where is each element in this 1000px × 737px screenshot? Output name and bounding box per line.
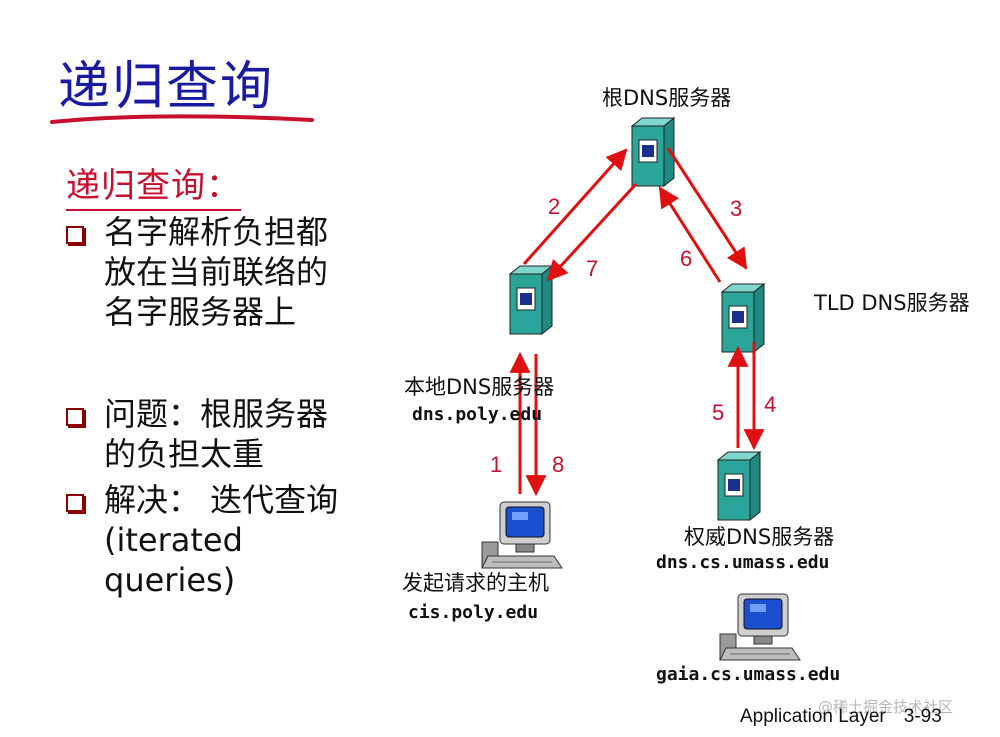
- local-server-label: 本地DNS服务器: [404, 375, 554, 399]
- footer-page-number: 3-93: [903, 706, 942, 727]
- target-host-computer-icon: [719, 593, 801, 661]
- step-label-3: 3: [730, 196, 742, 221]
- tld-server-icon: [721, 283, 765, 353]
- bullet-line: 放在当前联络的: [104, 253, 329, 291]
- section-heading: 递归查询：: [66, 158, 241, 211]
- arrow-step-2: [522, 148, 628, 266]
- requesting-host-computer-icon: [481, 501, 563, 569]
- step-label-6: 6: [680, 246, 692, 271]
- authoritative-server-label: 权威DNS服务器: [684, 525, 834, 549]
- page-title: 递归查询: [58, 57, 275, 117]
- slide-footer: Application Layer 3-93: [740, 706, 960, 728]
- arrow-step-7: [546, 182, 638, 282]
- bullet-line: 名字服务器上: [104, 293, 297, 331]
- watermark: @稀土掘金技术社区: [818, 698, 954, 716]
- title-underline: [50, 114, 314, 124]
- footer-section: Application Layer: [740, 706, 886, 727]
- step-label-1: 1: [490, 452, 502, 477]
- bullet-line: 名字解析负担都: [104, 213, 329, 251]
- requesting-host-label: 发起请求的主机: [402, 571, 549, 595]
- step-label-4: 4: [764, 392, 776, 417]
- step-label-7: 7: [586, 256, 598, 281]
- arrow-step-3: [666, 147, 748, 270]
- bullet-square-icon: [66, 408, 84, 426]
- local-server-host: dns.poly.edu: [412, 404, 542, 425]
- requesting-host-name: cis.poly.edu: [408, 602, 538, 623]
- bullet-item: 解决： 迭代查询 (iterated queries): [66, 480, 366, 600]
- arrow-step-6: [658, 186, 722, 283]
- bullet-square-icon: [66, 494, 84, 512]
- bullet-line: queries): [104, 561, 236, 599]
- bullet-line: 问题：根服务器: [104, 395, 329, 433]
- bullet-square-icon: [66, 226, 84, 244]
- bullet-item: 问题：根服务器 的负担太重: [66, 394, 366, 474]
- bullet-item: 名字解析负担都 放在当前联络的 名字服务器上: [66, 212, 366, 332]
- step-label-2: 2: [548, 194, 560, 219]
- root-server-icon: [631, 117, 675, 187]
- bullet-line: 的负担太重: [104, 435, 265, 473]
- bullet-line: (iterated: [104, 521, 243, 559]
- root-server-label: 根DNS服务器: [602, 86, 731, 110]
- authoritative-server-icon: [717, 451, 761, 521]
- step-label-8: 8: [552, 452, 564, 477]
- local-server-icon: [509, 265, 553, 335]
- target-host-name: gaia.cs.umass.edu: [656, 664, 840, 685]
- tld-server-label: TLD DNS服务器: [813, 291, 970, 315]
- authoritative-server-host: dns.cs.umass.edu: [656, 552, 829, 573]
- bullet-line: 解决： 迭代查询: [104, 481, 339, 519]
- step-label-5: 5: [712, 400, 724, 425]
